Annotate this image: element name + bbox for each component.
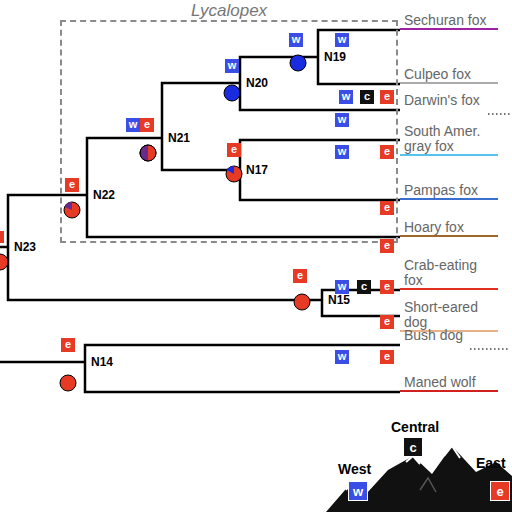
- taxon-tip: South Amer. gray fox: [400, 124, 498, 156]
- taxon-tip: Hoary fox: [400, 220, 498, 237]
- legend-swatch: c: [403, 437, 423, 457]
- tree-branch: [85, 362, 400, 392]
- node-label: N22: [93, 188, 115, 202]
- region-badge: w: [335, 33, 349, 47]
- internal-node: N14: [85, 355, 113, 369]
- root-stub: [0, 361, 85, 364]
- node-label: N14: [91, 355, 113, 369]
- pie-slice: [227, 166, 234, 174]
- taxon-name: Darwin's fox: [404, 92, 480, 108]
- legend-letter: c: [409, 440, 416, 455]
- pie-slice: [148, 145, 156, 161]
- legend-text: West: [338, 461, 371, 477]
- node-label: N15: [328, 293, 350, 307]
- internal-node: N17: [240, 163, 268, 177]
- region-badge: e: [380, 315, 394, 329]
- internal-node: N15: [322, 293, 350, 307]
- legend-letter: w: [353, 484, 363, 499]
- region-badge: w: [126, 118, 140, 132]
- internal-node: N22: [87, 188, 115, 202]
- region-badge: w: [289, 33, 303, 47]
- cut-badge: [0, 231, 4, 243]
- region-badge: e: [140, 118, 154, 132]
- ancestral-pie: [0, 254, 8, 270]
- internal-node: N21: [162, 131, 190, 145]
- region-badge: e: [380, 280, 394, 294]
- ancestral-pie: [224, 85, 240, 101]
- ancestral-pie: [290, 55, 306, 71]
- region-badge: e: [293, 269, 307, 283]
- node-label: N19: [324, 50, 346, 64]
- region-badge: w: [225, 59, 239, 73]
- snow-cap: [444, 446, 460, 458]
- tree-branch: [87, 138, 162, 195]
- tree-branch: [8, 247, 322, 300]
- region-badge: c: [360, 90, 374, 104]
- dotted-leader: [470, 348, 510, 350]
- taxon-name: South Amer. gray fox: [404, 123, 480, 154]
- taxon-tip: Pampas fox: [400, 183, 498, 200]
- region-badge: c: [357, 280, 371, 294]
- legend-text: East: [476, 455, 506, 471]
- node-label: N17: [246, 163, 268, 177]
- ancestral-pie: [226, 166, 242, 182]
- clade-box: LycalopexN22N21N20N19N17: [60, 20, 398, 243]
- taxon-tip: Culpeo fox: [400, 67, 498, 84]
- tree-branch: [85, 345, 400, 362]
- region-badge: e: [227, 143, 241, 157]
- taxon-name: Bush dog: [404, 327, 463, 343]
- region-badge: e: [380, 145, 394, 159]
- taxon-tip: Bush dog: [400, 328, 498, 345]
- legend-swatch: w: [348, 481, 368, 501]
- region-badge: e: [380, 90, 394, 104]
- node-label: N20: [246, 76, 268, 90]
- node-label: N21: [168, 131, 190, 145]
- internal-node: N20: [240, 76, 268, 90]
- legend-swatch: e: [490, 481, 510, 501]
- internal-node: N19: [318, 50, 346, 64]
- legend-letter: e: [496, 484, 503, 499]
- taxon-tip: Maned wolf: [400, 375, 498, 392]
- taxon-name: Culpeo fox: [404, 66, 471, 82]
- ancestral-pie: [60, 375, 76, 391]
- pie-outline: [140, 145, 156, 161]
- taxon-name: Pampas fox: [404, 182, 478, 198]
- region-badge: w: [335, 280, 349, 294]
- region-badge: w: [335, 145, 349, 159]
- taxon-name: Hoary fox: [404, 219, 464, 235]
- clade-title: Lycalopex: [62, 1, 396, 21]
- internal-node: N23: [8, 240, 36, 254]
- legend-text: Central: [391, 419, 439, 435]
- tree-branch: [8, 195, 87, 247]
- region-badge: w: [339, 90, 353, 104]
- ancestral-pie: [140, 145, 156, 161]
- root-stub: [0, 246, 8, 249]
- ancestral-pie: [294, 294, 310, 310]
- tree-branch: [162, 83, 240, 138]
- taxon-tip: Sechuran fox: [400, 13, 498, 30]
- pie-slice: [65, 202, 73, 210]
- taxon-tip: Crab-eating fox: [400, 258, 498, 290]
- taxon-name: Crab-eating fox: [404, 257, 477, 288]
- ancestral-pie: [64, 202, 80, 218]
- taxon-name: Short-eared dog: [404, 299, 478, 330]
- ridge-line: [420, 478, 436, 492]
- taxon-name: Maned wolf: [404, 374, 476, 390]
- tree-branch: [87, 195, 400, 237]
- region-badge: w: [335, 350, 349, 364]
- taxon-tip: Darwin's fox: [400, 93, 498, 110]
- dotted-leader: [488, 113, 510, 115]
- taxon-name: Sechuran fox: [404, 12, 487, 28]
- region-badge: e: [380, 239, 394, 253]
- node-label: N23: [14, 240, 36, 254]
- region-badge: e: [61, 338, 75, 352]
- region-badge: w: [335, 113, 349, 127]
- snow-cap: [406, 456, 420, 464]
- region-badge: e: [380, 350, 394, 364]
- region-badge: e: [380, 201, 394, 215]
- region-badge: e: [65, 178, 79, 192]
